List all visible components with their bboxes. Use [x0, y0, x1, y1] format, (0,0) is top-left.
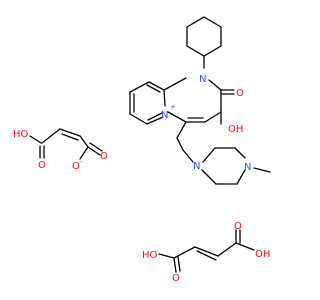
bond — [29, 135, 42, 144]
bond — [163, 77, 187, 91]
cyclohexyl-group — [186, 16, 222, 69]
atom-label: N — [199, 74, 206, 85]
bond — [147, 112, 163, 121]
bond — [87, 146, 101, 156]
atom-label: O — [38, 160, 46, 171]
bond — [79, 146, 89, 160]
bond — [148, 81, 165, 91]
bond — [79, 135, 89, 148]
bond — [176, 121, 187, 139]
bond — [163, 89, 166, 107]
bond — [158, 253, 175, 259]
bond — [173, 257, 177, 273]
bond — [236, 169, 246, 185]
fumaric-acid — [158, 229, 255, 273]
bond — [253, 167, 271, 173]
maleate-anion: HO O O - O — [13, 128, 108, 172]
bond — [196, 250, 217, 261]
bond — [167, 111, 187, 123]
atom-label: HO — [13, 129, 29, 140]
atom-label: O — [236, 88, 244, 99]
bond — [89, 142, 103, 152]
bond — [59, 128, 81, 137]
bond — [41, 128, 61, 144]
methylpiperazine-group — [176, 137, 271, 185]
atom-label: OH — [228, 124, 243, 135]
bond — [204, 111, 222, 123]
bond — [194, 246, 219, 257]
atom-label: HO — [142, 250, 158, 261]
atom-label: O — [172, 273, 180, 284]
atom-label: O — [234, 221, 242, 232]
bond — [146, 84, 161, 93]
bond — [146, 116, 164, 125]
bond — [217, 242, 237, 257]
bond — [177, 256, 181, 272]
atom-label: OH — [255, 249, 270, 260]
bond — [208, 79, 222, 91]
bond — [234, 147, 246, 159]
atom-label: N — [161, 110, 168, 121]
bond — [129, 81, 150, 93]
atom-label: O — [72, 161, 80, 172]
charge-label: - — [80, 158, 83, 166]
bond — [235, 242, 255, 251]
ring — [186, 16, 222, 57]
charge-label: + — [170, 103, 176, 111]
bond — [201, 169, 217, 185]
bond — [173, 246, 196, 259]
bond — [176, 137, 184, 151]
bond — [202, 147, 216, 163]
pyridopyrazinium-core — [129, 77, 235, 139]
molecule-diagram: HO O O - O N O N + OH — [13, 16, 271, 284]
atom-label: N — [244, 162, 251, 173]
bond — [61, 133, 79, 141]
bond — [182, 149, 194, 163]
atom-label: N — [193, 161, 200, 172]
atom-label: O — [100, 151, 108, 162]
bond — [129, 113, 148, 125]
